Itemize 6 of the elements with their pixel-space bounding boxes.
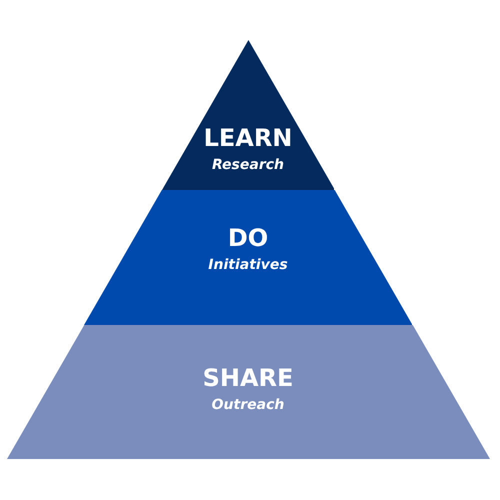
tier-heading: SHARE bbox=[202, 364, 294, 392]
tier-subtitle: Research bbox=[212, 156, 284, 174]
tier-heading: DO bbox=[228, 224, 268, 252]
tier-subtitle: Initiatives bbox=[208, 256, 288, 274]
tier-subtitle: Outreach bbox=[212, 396, 284, 414]
tier-heading: LEARN bbox=[204, 124, 292, 152]
